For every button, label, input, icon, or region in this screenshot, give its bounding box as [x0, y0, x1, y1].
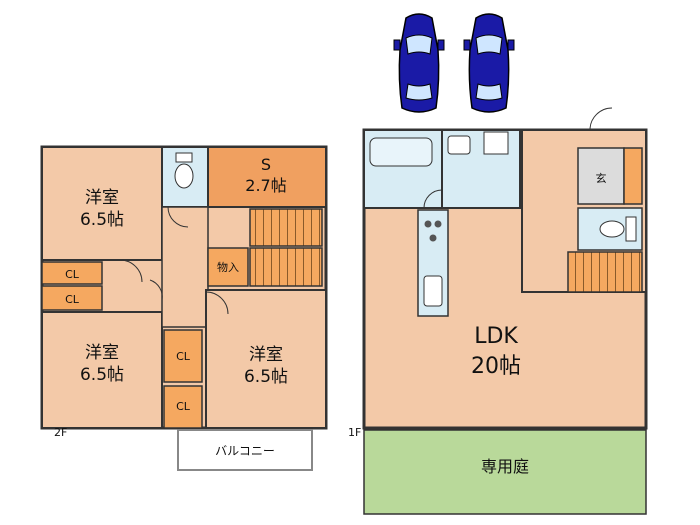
room-name: LDK — [474, 324, 518, 349]
western-room-bottom-right — [205, 289, 327, 429]
closet-label: CL — [65, 293, 80, 306]
car-icon — [463, 13, 515, 113]
garden-label: 専用庭 — [481, 457, 529, 476]
room-size: 2.7帖 — [245, 176, 286, 195]
closet — [163, 385, 203, 429]
room-size: 6.5帖 — [244, 367, 288, 387]
balcony — [177, 429, 313, 471]
closet — [41, 261, 103, 285]
room-name: 洋室 — [85, 188, 119, 208]
closet-label: CL — [176, 350, 191, 363]
floor-label: 2F — [54, 426, 67, 439]
private-garden — [363, 429, 647, 515]
western-room-top-left — [41, 146, 163, 261]
closet — [41, 285, 103, 311]
room-name: S — [261, 155, 271, 174]
staircase — [567, 251, 643, 293]
room-name: 洋室 — [85, 343, 119, 363]
car-icon — [393, 13, 445, 113]
closet-label: CL — [65, 268, 80, 281]
room-size: 20帖 — [471, 354, 521, 379]
storeroom — [207, 247, 249, 287]
staircase — [249, 208, 323, 247]
room-size: 6.5帖 — [80, 365, 124, 385]
hallway — [161, 206, 209, 328]
staircase — [249, 247, 323, 287]
storage-s-room — [207, 146, 327, 208]
floor-2-plan — [40, 145, 328, 471]
balcony-label: バルコニー — [215, 444, 275, 458]
closet — [163, 329, 203, 383]
floor-1-plan — [362, 107, 648, 515]
room-size: 6.5帖 — [80, 210, 124, 230]
entrance-label: 玄 — [596, 171, 607, 185]
room-name: 洋室 — [249, 345, 283, 365]
floor-label: 1F — [348, 426, 361, 439]
entrance — [577, 147, 625, 205]
western-room-bottom-left — [41, 311, 163, 429]
shoe-closet — [623, 147, 643, 205]
storeroom-label: 物入 — [217, 260, 239, 274]
closet-label: CL — [176, 400, 191, 413]
